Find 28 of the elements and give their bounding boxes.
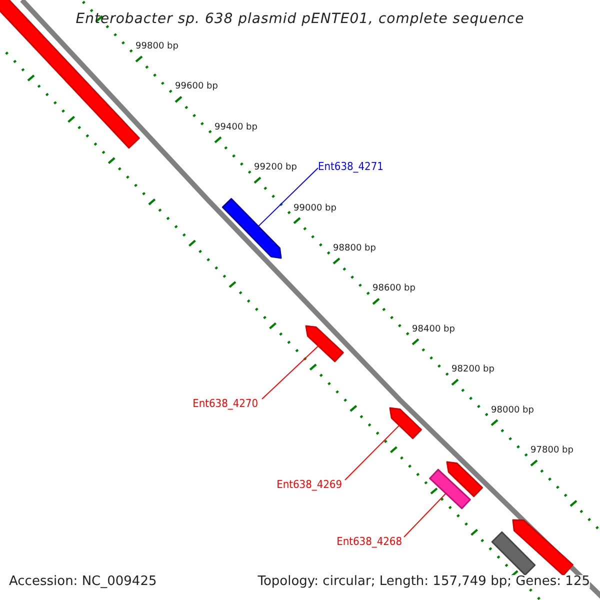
accession-text: Accession: NC_009425 <box>9 575 157 588</box>
leader-line <box>262 345 319 400</box>
gene-bar <box>429 468 471 510</box>
gene-bar <box>512 519 574 576</box>
summary-text: Topology: circular; Length: 157,749 bp; Genes: 125 <box>258 575 590 588</box>
tick-label: 98400 bp <box>412 325 455 334</box>
tick-label: 99600 bp <box>175 82 218 92</box>
gene-bar <box>222 198 282 259</box>
tick-label: 99000 bp <box>294 204 336 214</box>
gene-bar <box>446 461 483 498</box>
gene-label: Ent638_4270 <box>192 398 258 409</box>
tick-label: 99800 bp <box>136 42 178 52</box>
leader-line <box>344 424 400 480</box>
tick-label: 98000 bp <box>491 406 534 416</box>
gene-label: Ent638_4269 <box>276 479 342 490</box>
tick-label: 98200 bp <box>452 366 494 375</box>
leader-line <box>404 492 446 538</box>
gene-label: Ent638_4268 <box>336 536 402 547</box>
gene-bar <box>389 407 422 440</box>
tick-label: 99400 bp <box>214 123 258 132</box>
leader-line <box>258 168 318 227</box>
tick-label: 98600 bp <box>372 284 416 294</box>
title: Enterobacter sp. 638 plasmid pENTE01, complete sequence <box>76 12 524 26</box>
tick-label: 98800 bp <box>333 244 376 254</box>
tick-label: 97800 bp <box>530 446 574 456</box>
gene-label: Ent638_4271 <box>318 161 384 172</box>
tick-label: 99200 bp <box>254 164 297 173</box>
gene-bar <box>305 325 344 362</box>
